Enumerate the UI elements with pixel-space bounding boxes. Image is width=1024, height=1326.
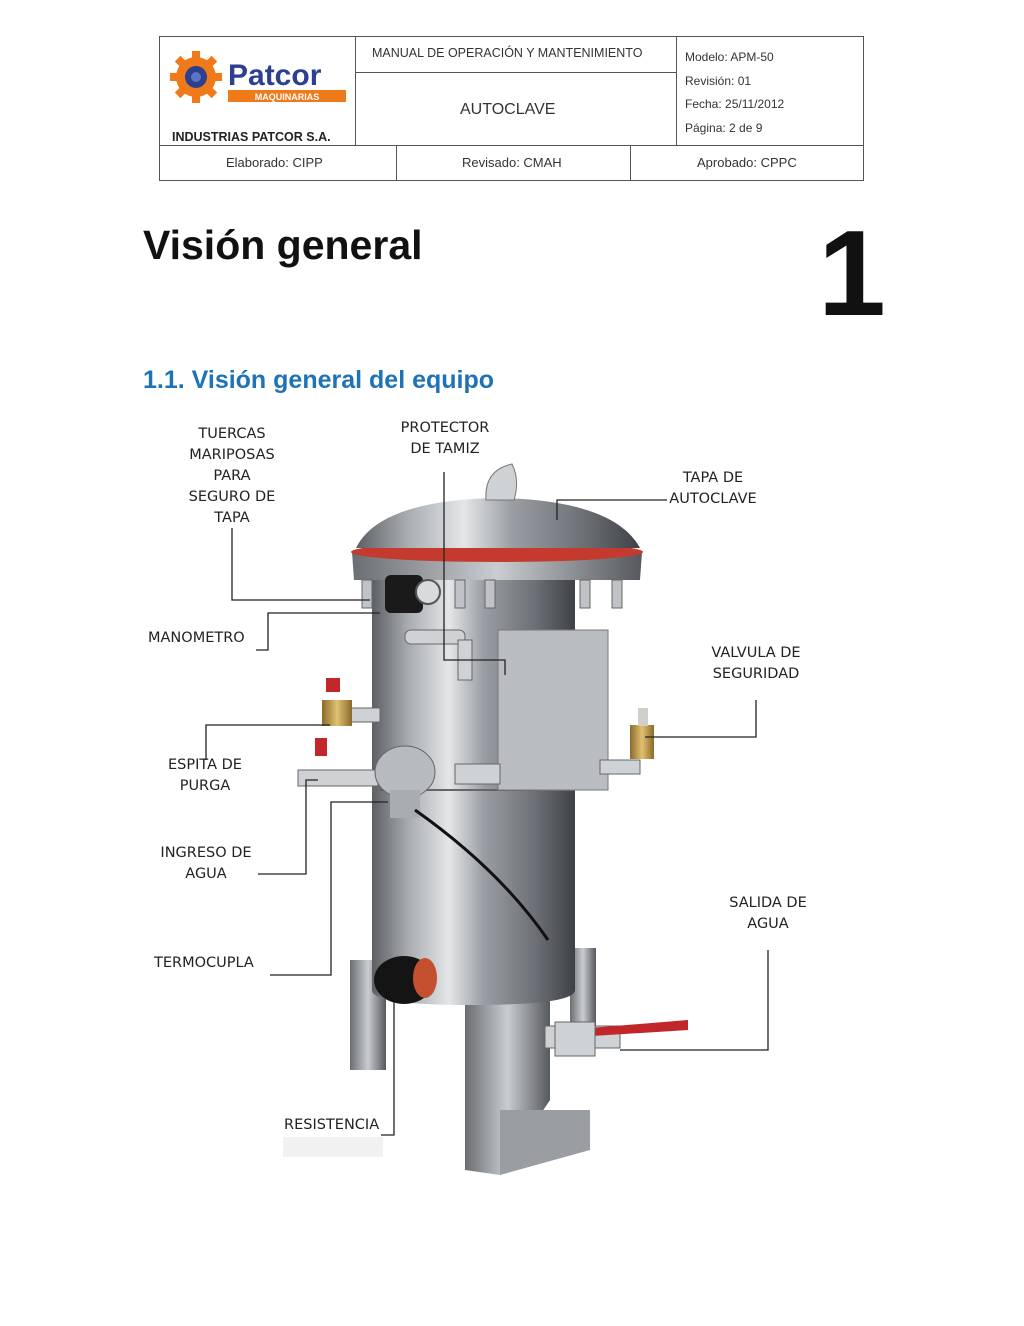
logo-subtitle: MAQUINARIAS bbox=[255, 92, 320, 102]
wing-nuts bbox=[361, 579, 623, 609]
header-divider bbox=[355, 72, 676, 73]
manual-title: MANUAL DE OPERACIÓN Y MANTENIMIENTO bbox=[372, 46, 643, 60]
document-header: Patcor MAQUINARIAS INDUSTRIAS PATCOR S.A… bbox=[159, 36, 864, 181]
header-divider bbox=[630, 145, 631, 180]
label-shadow bbox=[283, 1137, 383, 1157]
autoclave-photo bbox=[205, 463, 769, 1175]
fecha: Fecha: 25/11/2012 bbox=[685, 97, 785, 111]
label-protector: PROTECTOR DE TAMIZ bbox=[400, 420, 490, 457]
company-name: INDUSTRIAS PATCOR S.A. bbox=[172, 130, 331, 144]
chapter-number: 1 bbox=[818, 205, 886, 341]
valves bbox=[315, 678, 688, 1057]
autoclave-body bbox=[351, 463, 643, 1005]
pagina: Página: 2 de 9 bbox=[685, 121, 763, 135]
label-manometro: MANOMETRO bbox=[148, 630, 245, 646]
label-tapa: TAPA DE AUTOCLAVE bbox=[669, 470, 757, 507]
header-divider bbox=[160, 145, 863, 146]
modelo: Modelo: APM-50 bbox=[685, 50, 774, 64]
header-divider bbox=[355, 37, 356, 145]
label-tuercas: TUERCAS MARIPOSAS PARA SEGURO DE TAPA bbox=[188, 426, 276, 526]
label-espita: ESPITA DE PURGA bbox=[168, 757, 242, 794]
header-divider bbox=[396, 145, 397, 180]
label-resistencia: RESISTENCIA bbox=[284, 1117, 380, 1133]
chapter-title: Visión general bbox=[143, 222, 423, 268]
header-divider bbox=[676, 37, 677, 145]
leader-lines bbox=[205, 472, 769, 1136]
heating-resistance bbox=[374, 956, 437, 1004]
manometer bbox=[385, 575, 441, 613]
elaborado: Elaborado: CIPP bbox=[226, 155, 323, 170]
gear-icon bbox=[170, 51, 222, 103]
thermocouple-head bbox=[374, 745, 550, 941]
aprobado: Aprobado: CPPC bbox=[697, 155, 797, 170]
label-ingreso: INGRESO DE AGUA bbox=[160, 845, 252, 882]
document-title: AUTOCLAVE bbox=[460, 101, 556, 118]
logo-name: Patcor bbox=[228, 59, 322, 92]
section-title: 1.1. Visión general del equipo bbox=[143, 366, 495, 394]
revisado: Revisado: CMAH bbox=[462, 155, 562, 170]
revision: Revisión: 01 bbox=[685, 74, 752, 88]
label-termocupla: TERMOCUPLA bbox=[154, 955, 254, 971]
label-valvula: VALVULA DE SEGURIDAD bbox=[711, 645, 801, 682]
patcor-logo: Patcor MAQUINARIAS bbox=[170, 51, 346, 103]
label-salida: SALIDA DE AGUA bbox=[729, 895, 807, 932]
autoclave-figure: TUERCAS MARIPOSAS PARA SEGURO DE TAPA PR… bbox=[140, 410, 880, 1190]
